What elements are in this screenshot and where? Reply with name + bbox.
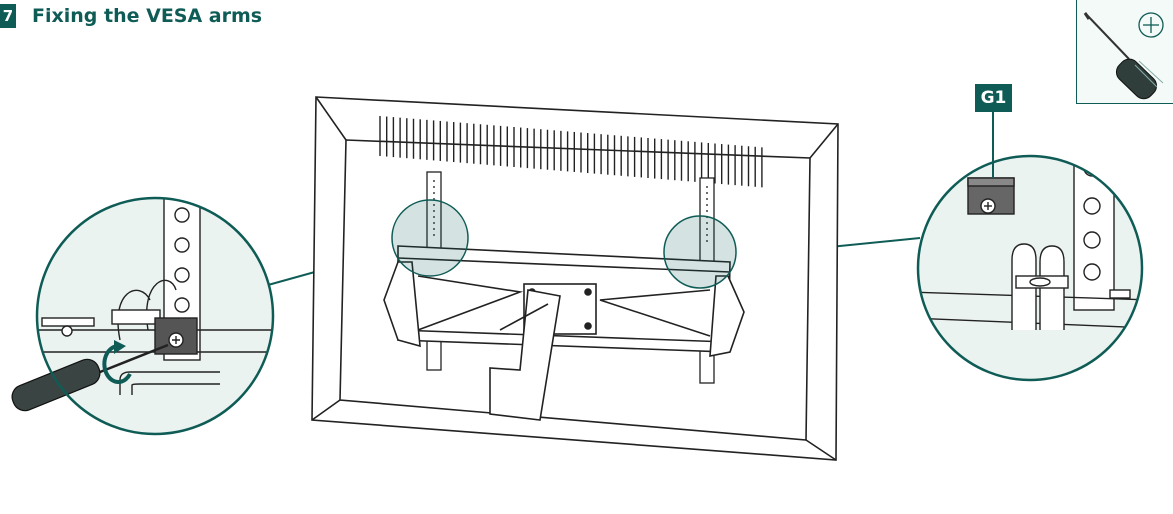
vent-slots <box>379 116 763 188</box>
tool-required-box <box>1076 0 1173 104</box>
g1-bracket <box>967 177 1015 215</box>
detail-circle-right <box>916 112 1144 382</box>
zoom-zone-left <box>391 199 469 277</box>
screwdriver-icon <box>1083 12 1164 100</box>
wall-arm <box>489 289 561 421</box>
rotate-arrow-icon <box>102 344 132 384</box>
step-number-badge: 7 <box>0 4 16 28</box>
detail-circle-left <box>11 196 275 436</box>
step-title: Fixing the VESA arms <box>32 5 263 27</box>
phillips-head-icon <box>1138 12 1164 38</box>
zoom-zone-right <box>663 215 737 289</box>
part-label-g1: G1 <box>975 84 1012 112</box>
